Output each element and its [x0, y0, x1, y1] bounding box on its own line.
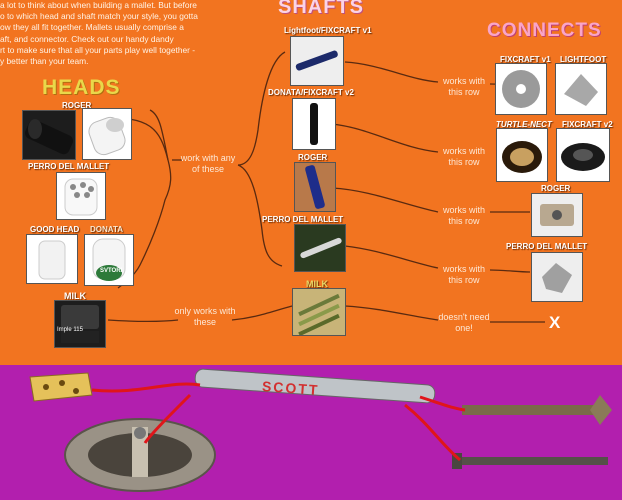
- connect-fixcraft-v1-image: [495, 63, 547, 115]
- shaft-perro-label: PERRO DEL MALLET: [262, 215, 344, 224]
- no-connector-mark: X: [549, 313, 561, 332]
- shaft-lightfoot-label: Lightfoot/FIXCRAFT v1: [284, 26, 372, 35]
- assembly-illustration: [29, 368, 612, 492]
- wood-plug: [29, 372, 93, 402]
- shaft-roger-label: ROGER: [298, 153, 328, 162]
- shafts-title: SHAFTS: [278, 0, 364, 18]
- connect-fixcraft-v2-label: FIXCRAFT v2: [562, 120, 613, 129]
- only-works-note: only works with these: [174, 306, 236, 327]
- head-goodhead-label: GOOD HEAD: [30, 225, 80, 234]
- head-donata-label: DONATA: [90, 225, 124, 234]
- connects-title: CONNECTS: [487, 20, 602, 41]
- shaft-donata-image: [292, 98, 336, 150]
- intro-line: rt to make sure that all your parts play…: [0, 44, 196, 55]
- connect-perro-label: PERRO DEL MALLET: [506, 242, 588, 251]
- intro-line: a lot to think about when building a mal…: [0, 0, 197, 10]
- shaft-milk-label: MILK: [306, 279, 328, 289]
- connect-roger-label: ROGER: [541, 184, 571, 193]
- works-row-note-1: works with this row: [442, 76, 485, 97]
- heads-title: HEADS: [42, 76, 121, 99]
- works-row-note-3: works with this row: [442, 205, 485, 226]
- head-milk-label: MILK: [64, 291, 86, 301]
- head-roger-white-image: [82, 108, 132, 160]
- intro-line: aft, and connector. Check out our handy …: [0, 33, 174, 44]
- head-perro-label: PERRO DEL MALLET: [28, 162, 110, 171]
- shaft-donata-label: DONATA/FIXCRAFT v2: [268, 88, 354, 97]
- head-goodhead-image: [26, 234, 78, 284]
- shaft-lightfoot-image: [290, 36, 344, 86]
- connect-lightfoot-image: [555, 63, 607, 115]
- head-milk-image: Imple 115: [54, 300, 106, 348]
- shaft-milk-image: [292, 288, 346, 336]
- bolt-bottom: [452, 453, 608, 469]
- shaft-perro-image: [294, 224, 346, 272]
- intro-line: o to which head and shaft match your sty…: [0, 11, 198, 22]
- intro-line: ow they all fit together. Mallets usuall…: [0, 22, 184, 33]
- head-donata-image: SVTORI: [84, 234, 134, 286]
- works-row-note-4: works with this row: [442, 264, 485, 285]
- doesnt-need-note: doesn't need one!: [438, 312, 490, 333]
- head-roger-label: ROGER: [62, 101, 92, 110]
- shaft-roger-image: [294, 162, 336, 212]
- work-with-note: work with any of these: [180, 153, 236, 174]
- connect-fixcraft-v1-label: FIXCRAFT v1: [500, 55, 551, 64]
- head-perro-image: [56, 172, 106, 220]
- connect-perro-image: [531, 252, 583, 302]
- metal-head: [64, 418, 216, 492]
- connect-lightfoot-label: LIGHTFOOT: [560, 55, 607, 64]
- connect-turtle-label: TURTLE-NECT: [496, 120, 552, 129]
- head-roger-image: [22, 110, 76, 160]
- intro-text: a lot to think about when building a mal…: [0, 0, 272, 67]
- connect-turtle-image: [496, 128, 548, 182]
- connect-roger-image: [531, 193, 583, 237]
- connect-fixcraft-v2-image: [556, 128, 610, 182]
- works-row-note-2: works with this row: [442, 146, 485, 167]
- donata-badge: SVTORI: [100, 268, 123, 274]
- intro-line: y better than your team.: [0, 56, 89, 67]
- bolt-top: [462, 395, 612, 425]
- milk-head-text: Imple 115: [57, 327, 83, 333]
- shaft-pole: [194, 368, 436, 404]
